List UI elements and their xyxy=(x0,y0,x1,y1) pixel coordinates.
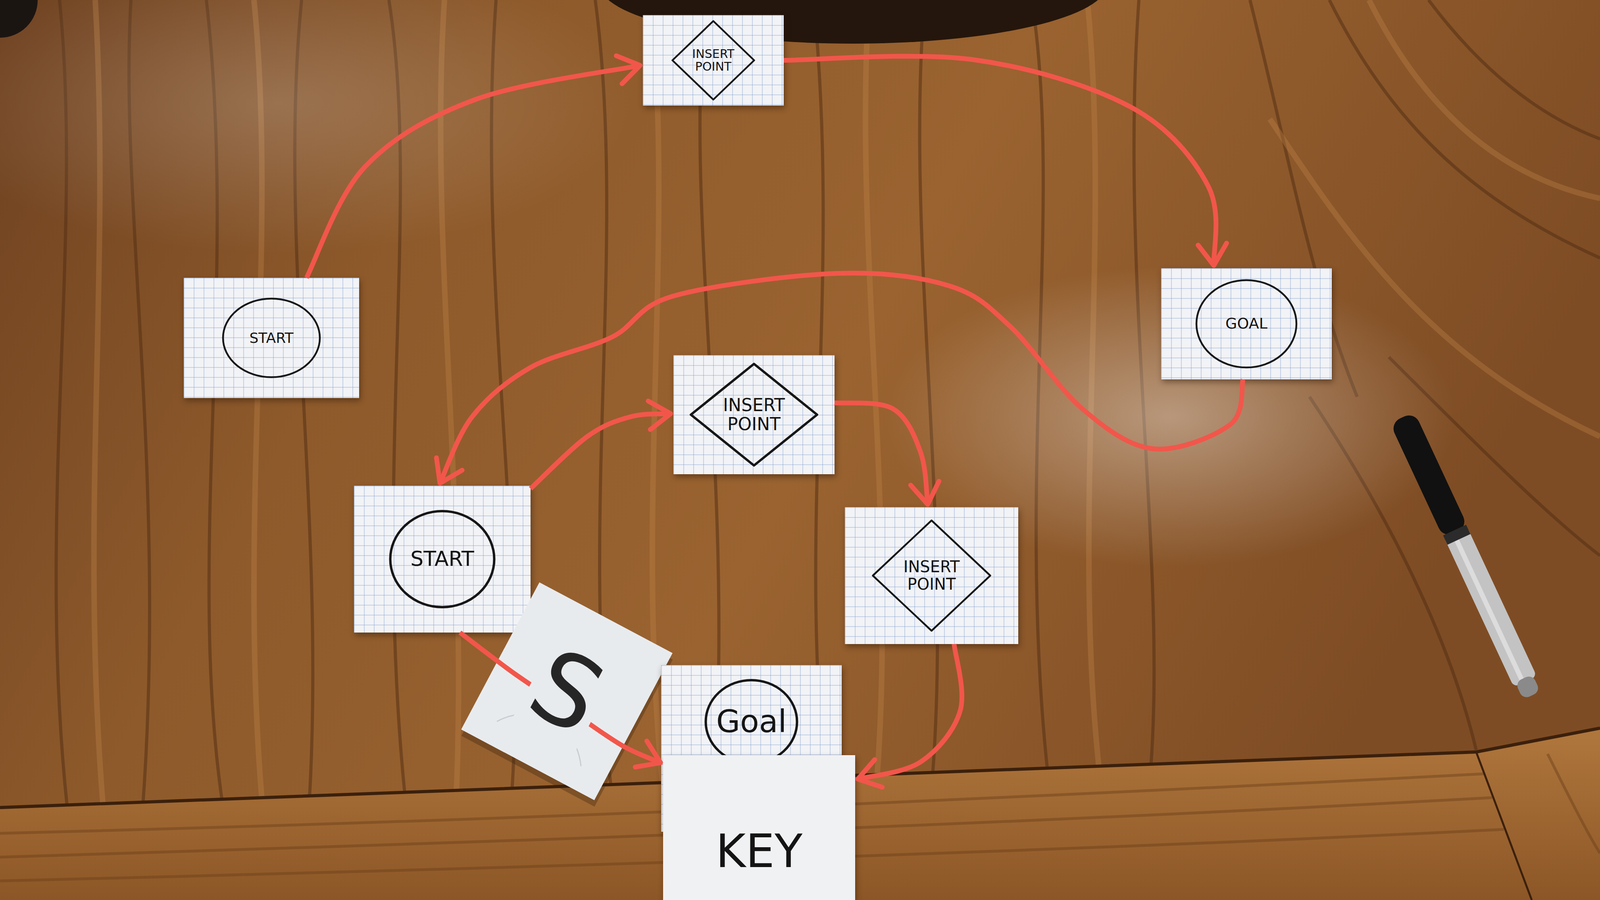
light-glare xyxy=(0,0,635,254)
hand-drawn-diamond xyxy=(672,21,755,100)
arrow-head xyxy=(616,55,641,84)
marker-highlight xyxy=(1452,534,1524,681)
insert-point-card: INSERT POINT xyxy=(844,507,1019,645)
marker-pen xyxy=(1389,411,1544,702)
marker-arrow xyxy=(436,273,1244,484)
insert-point-card: INSERT POINT xyxy=(642,15,784,106)
arrow-head xyxy=(648,401,671,430)
hand-drawn-circle xyxy=(705,680,797,764)
marker-arrow xyxy=(459,632,661,768)
key-card: KEY xyxy=(663,755,856,900)
insert-point-card: INSERT POINT xyxy=(673,355,835,475)
marker-arrow xyxy=(783,56,1227,266)
arrow-line xyxy=(857,644,962,779)
marker-band xyxy=(1443,524,1471,545)
card-label: KEY xyxy=(715,826,803,877)
card-label: START xyxy=(249,330,294,347)
start-card: START xyxy=(183,277,360,399)
arrow-line xyxy=(530,413,671,489)
marker-body xyxy=(1443,525,1537,688)
arrow-line xyxy=(459,632,661,763)
hand-drawn-diamond xyxy=(690,363,818,466)
card-label: Goal xyxy=(716,704,787,739)
arrow-head xyxy=(635,740,661,768)
marker-end xyxy=(1515,674,1541,700)
hand-drawn-circle xyxy=(1196,280,1297,368)
arrow-line xyxy=(834,402,928,505)
marker-arrow xyxy=(306,55,641,278)
card-label: START xyxy=(410,547,474,571)
marker-cap xyxy=(1389,411,1468,539)
tilted-card-group xyxy=(458,582,676,807)
card-paper xyxy=(461,582,673,800)
arrow-line xyxy=(306,65,641,278)
marker-arrow xyxy=(834,402,939,505)
arrow-head xyxy=(857,759,883,787)
card-label: INSERT POINT xyxy=(723,395,785,434)
tilted-card: S xyxy=(459,581,675,801)
card-label: INSERT POINT xyxy=(903,558,960,593)
card-label: INSERT POINT xyxy=(692,47,735,74)
marker-arrow xyxy=(857,644,962,788)
hand-drawn-circle xyxy=(223,298,320,378)
arrow-head xyxy=(910,481,939,505)
goal-card: GOAL xyxy=(1161,268,1332,380)
marker-arrow xyxy=(530,401,671,489)
arrow-line xyxy=(440,273,1244,484)
trim-miter xyxy=(1476,751,1532,900)
start-card: START xyxy=(353,485,531,633)
card-label: GOAL xyxy=(1225,315,1268,333)
arrow-head xyxy=(436,457,463,483)
corner-object xyxy=(0,0,38,38)
arrow-head xyxy=(1198,243,1227,266)
arrow-line xyxy=(783,56,1216,266)
hand-drawn-diamond xyxy=(872,520,991,631)
hand-drawn-circle xyxy=(390,511,495,608)
